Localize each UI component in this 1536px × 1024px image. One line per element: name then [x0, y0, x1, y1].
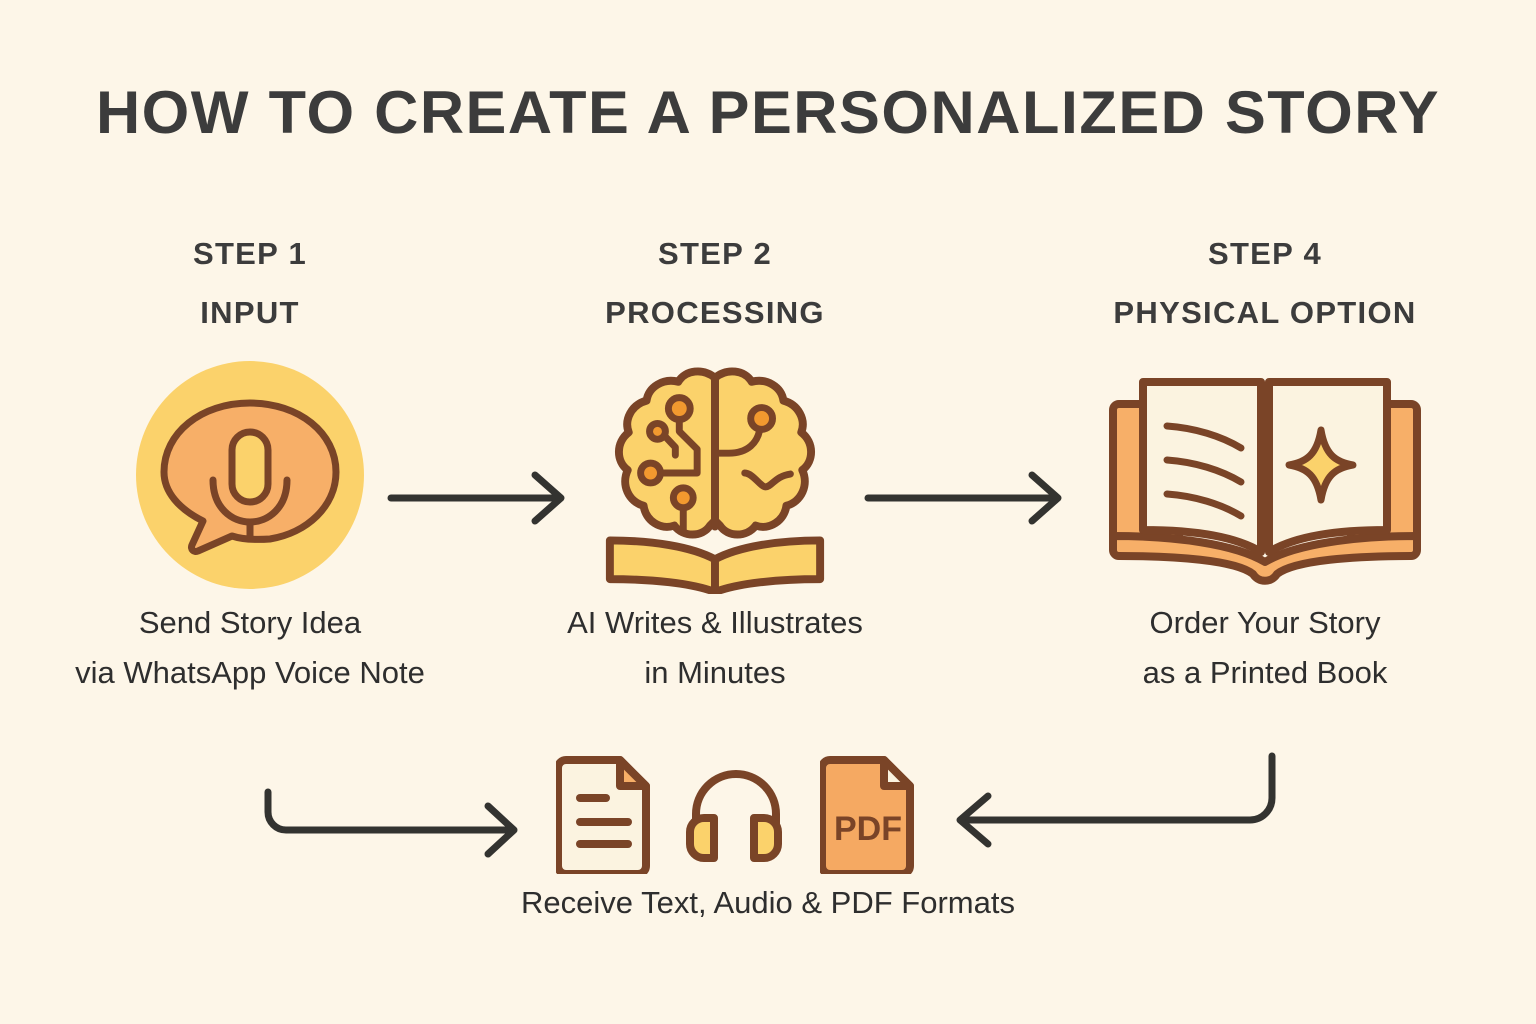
step-2-title: PROCESSING: [605, 295, 825, 330]
arrow-loop-left-to-outputs: [264, 788, 518, 858]
step-4-title: PHYSICAL OPTION: [1113, 295, 1417, 330]
step-2-icon-slot: [505, 356, 925, 594]
step-column-2: STEP 2 PROCESSING: [505, 238, 925, 698]
step-1-caption-line-2: via WhatsApp Voice Note: [75, 655, 425, 691]
text-document-icon: [556, 756, 650, 874]
step-4-number: STEP 4: [1207, 236, 1323, 271]
output-formats-caption: Receive Text, Audio & PDF Formats: [521, 885, 1015, 920]
pdf-label: PDF: [834, 810, 902, 848]
arrow-step1-to-step2: [387, 471, 565, 525]
step-1-icon-slot: [40, 356, 460, 594]
open-book-sparkle-icon: [1109, 378, 1421, 585]
step-column-3: STEP 4 PHYSICAL OPTION: [1055, 238, 1475, 698]
step-4-icon-slot: [1055, 356, 1475, 594]
step-2-caption-line-2: in Minutes: [644, 655, 786, 691]
step-1-caption-line-1: Send Story Idea: [138, 605, 362, 640]
microphone-speech-bubble-icon: [136, 361, 364, 589]
step-2-number: STEP 2: [657, 236, 773, 271]
step-4-caption-line-2: as a Printed Book: [1142, 655, 1388, 691]
step-2-caption-line-1: AI Writes & Illustrates: [567, 605, 863, 640]
step-4-caption-line-1: Order Your Story: [1149, 605, 1381, 640]
step-4-caption: Order Your Story as a Printed Book: [1055, 598, 1475, 698]
page-title: HOW TO CREATE A PERSONALIZED STORY: [95, 79, 1441, 146]
step-2-caption: AI Writes & Illustrates in Minutes: [505, 598, 925, 698]
ai-brain-book-icon: [605, 367, 825, 594]
headphones-icon: [686, 770, 782, 862]
step-1-title: INPUT: [200, 295, 300, 330]
output-formats-icon-group: PDF: [556, 752, 916, 874]
step-column-1: STEP 1 INPUT Send Story Idea via WhatsAp…: [40, 238, 460, 698]
pdf-file-icon: PDF: [820, 756, 914, 874]
step-1-caption: Send Story Idea via WhatsApp Voice Note: [40, 598, 460, 698]
step-1-number: STEP 1: [192, 236, 308, 271]
arrow-step4-down-to-outputs: [956, 752, 1276, 848]
arrow-step2-to-step4: [864, 471, 1062, 525]
